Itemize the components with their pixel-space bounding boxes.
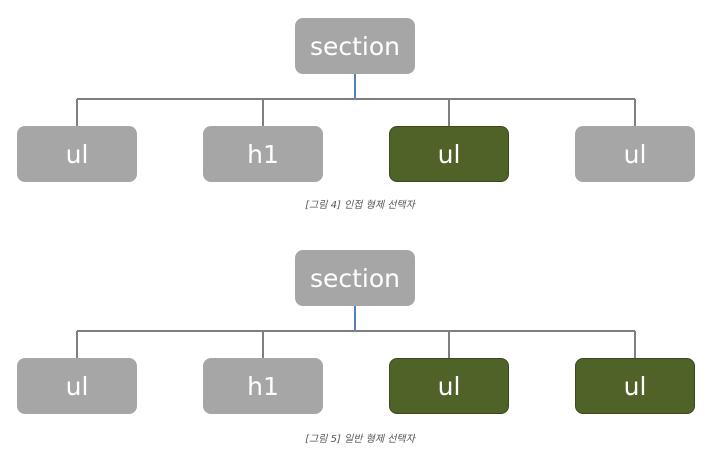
figure-caption: [그림 4] 인접 형제 선택자 (305, 200, 415, 211)
child-node-ul-3-highlighted: ul (575, 358, 695, 414)
child-node-ul-2-highlighted: ul (389, 358, 509, 414)
child-node-ul-3: ul (575, 126, 695, 182)
child-node-ul-2-highlighted: ul (389, 126, 509, 182)
figure-caption: [그림 5] 일반 형제 선택자 (305, 434, 415, 445)
child-node-ul-1: ul (17, 126, 137, 182)
tree-connectors (76, 74, 636, 126)
tree-diagram-general-sibling: section ul h1 ul ul [그림 5] 일반 형제 선택자 (0, 232, 720, 452)
child-node-h1: h1 (203, 358, 323, 414)
tree-connectors (76, 306, 636, 358)
tree-diagram-adjacent-sibling: section ul h1 ul ul [그림 4] 인접 형제 선택자 (0, 0, 720, 220)
child-node-h1: h1 (203, 126, 323, 182)
child-node-ul-1: ul (17, 358, 137, 414)
root-node-section: section (295, 250, 415, 306)
root-node-section: section (295, 18, 415, 74)
